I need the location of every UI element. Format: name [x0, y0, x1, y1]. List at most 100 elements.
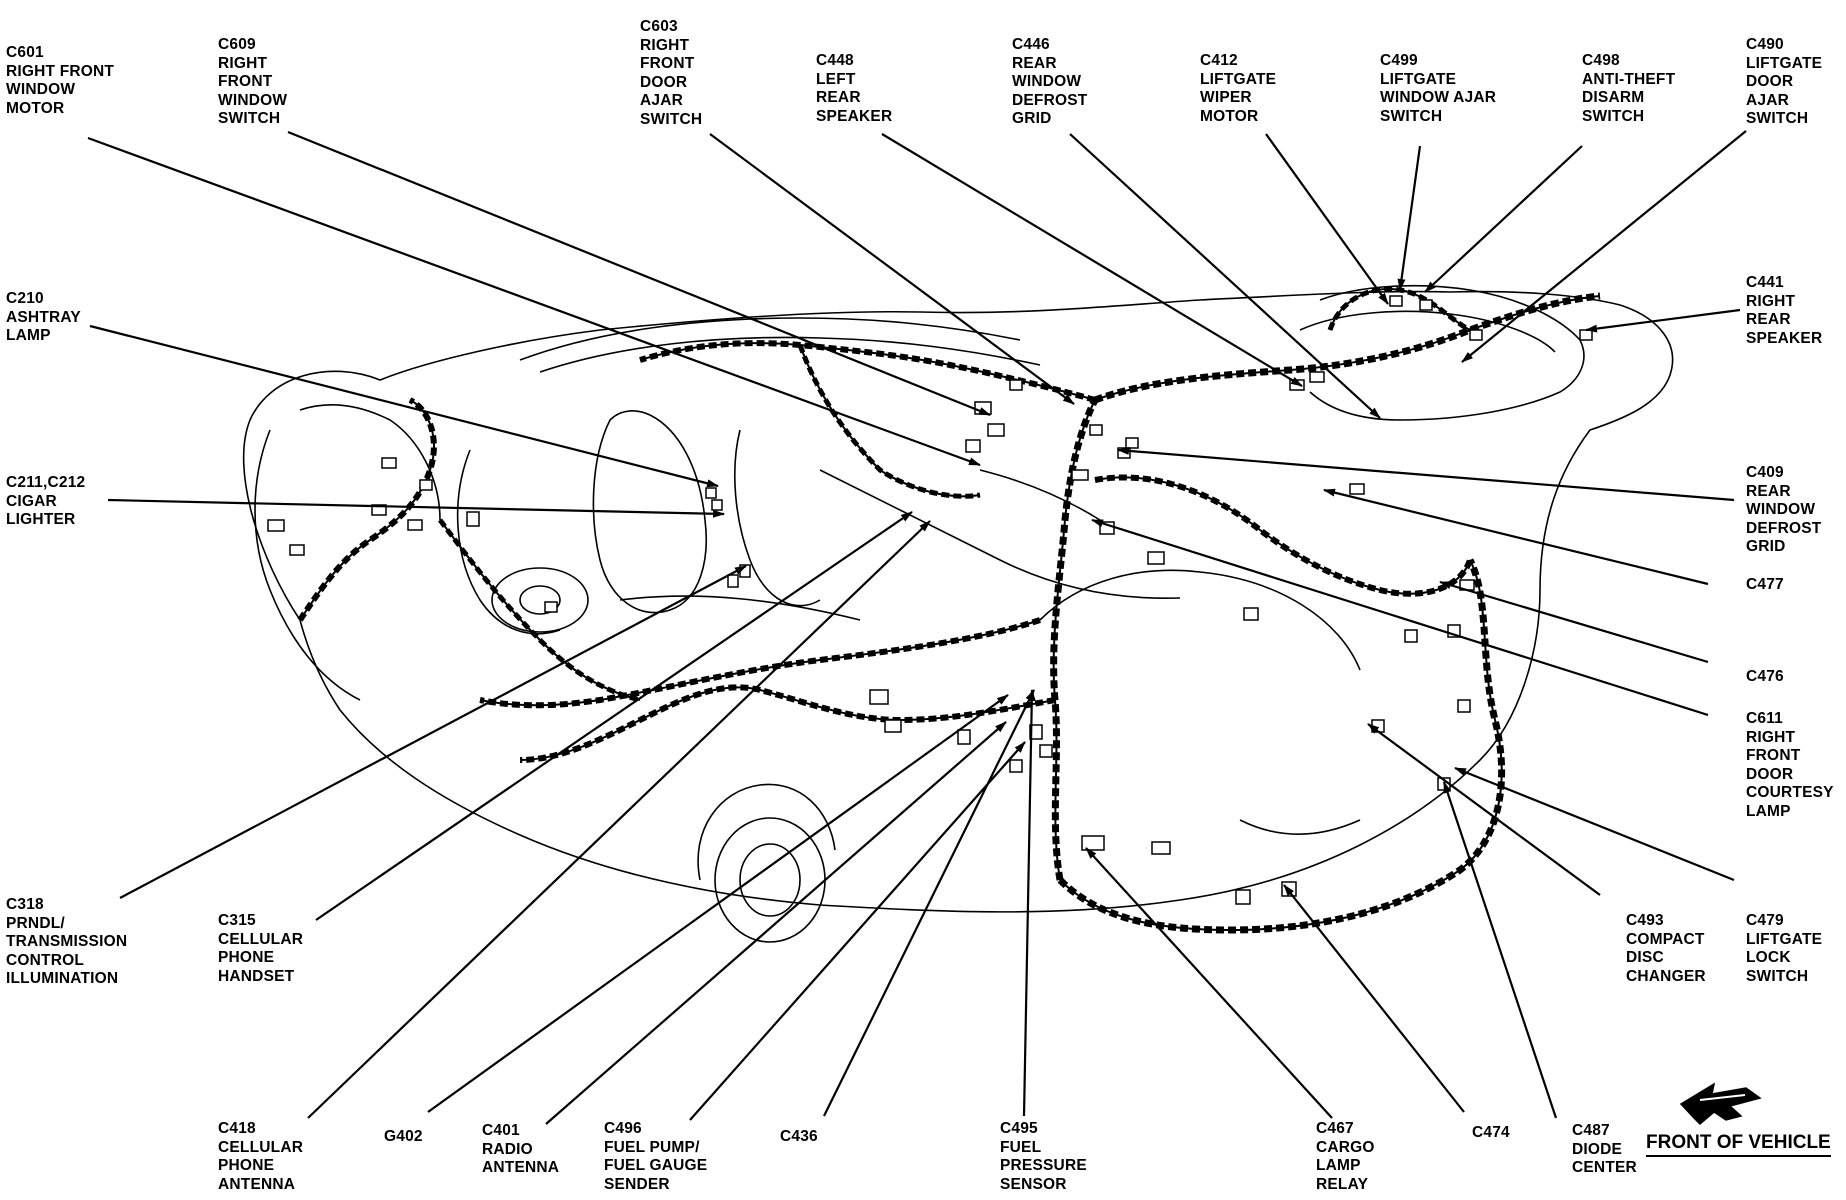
- front-of-vehicle-label: FRONT OF VEHICLE: [1646, 1132, 1831, 1157]
- callout-line: SENSOR: [1000, 1175, 1067, 1193]
- callout-line: HANDSET: [218, 967, 295, 985]
- leader-c487: [1442, 781, 1558, 1119]
- callout-line: LIFTGATE: [1746, 54, 1823, 72]
- callout-line: ASHTRAY: [6, 308, 81, 326]
- callout-line: DISARM: [1582, 89, 1645, 106]
- callout-line: DEFROST: [1012, 91, 1088, 109]
- callout-line: C609: [218, 36, 256, 53]
- callout-line: ANTENNA: [218, 1175, 296, 1193]
- leader-c412: [1265, 133, 1389, 305]
- callout-line: SWITCH: [218, 110, 281, 127]
- vehicle-body-outline: [242, 284, 1674, 943]
- leader-c446: [1069, 133, 1381, 419]
- callout-line: C448: [816, 52, 854, 69]
- callout-line: DISC: [1626, 949, 1664, 966]
- callout-line: C401: [482, 1122, 520, 1139]
- callout-line: LIFTGATE: [1746, 930, 1823, 948]
- callout-line: REAR: [1746, 311, 1791, 328]
- callout-line: CONTROL: [6, 951, 85, 969]
- callout-line: SENDER: [604, 1175, 670, 1193]
- leader-c476: [1439, 580, 1709, 664]
- callout-line: AJAR: [640, 92, 684, 109]
- callout-line: G402: [384, 1128, 423, 1145]
- leader-lines: [87, 130, 1747, 1125]
- callout-line: SWITCH: [1582, 107, 1645, 125]
- leader-c493: [1367, 723, 1601, 896]
- connector-blocks: [267, 295, 1593, 905]
- callout-line: CELLULAR: [218, 930, 304, 948]
- callout-line: ANTI-THEFT: [1582, 70, 1676, 88]
- callout-line: ANTENNA: [482, 1159, 560, 1176]
- callout-line: MOTOR: [1200, 107, 1259, 125]
- leader-c448: [881, 133, 1303, 387]
- callout-line: PRESSURE: [1000, 1157, 1087, 1174]
- leader-c495: [1022, 689, 1036, 1117]
- callout-c477: C477: [1746, 576, 1784, 595]
- callout-line: WINDOW AJAR: [1380, 89, 1497, 106]
- callout-line: FUEL GAUGE: [604, 1157, 708, 1174]
- callout-line: C412: [1200, 52, 1238, 69]
- leader-c318: [119, 565, 747, 899]
- callout-line: C495: [1000, 1120, 1038, 1137]
- callout-line: REAR: [1012, 54, 1057, 72]
- callout-line: C210: [6, 290, 44, 307]
- callout-line: WINDOW: [1746, 501, 1816, 518]
- callout-line: REAR: [1746, 482, 1791, 500]
- leader-g402: [427, 694, 1009, 1113]
- callout-line: FUEL PUMP/: [604, 1138, 700, 1156]
- callout-line: WINDOW: [6, 81, 76, 98]
- leader-c609: [287, 130, 991, 417]
- callout-line: WIPER: [1200, 89, 1252, 106]
- callout-line: RIGHT: [1746, 292, 1796, 310]
- callout-line: DEFROST: [1746, 519, 1822, 537]
- callout-line: FRONT: [1746, 747, 1801, 764]
- callout-g402: G402: [384, 1128, 423, 1147]
- callout-line: REAR: [816, 89, 861, 106]
- callout-line: CHANGER: [1626, 967, 1706, 985]
- callout-line: C493: [1626, 912, 1664, 929]
- callout-line: CELLULAR: [218, 1138, 304, 1156]
- callout-line: SWITCH: [1746, 967, 1809, 985]
- callout-line: SPEAKER: [816, 107, 893, 125]
- callout-line: GRID: [1012, 110, 1052, 127]
- callout-c436: C436: [780, 1128, 818, 1147]
- leader-c210: [89, 324, 719, 488]
- callout-line: RIGHT: [218, 54, 268, 72]
- callout-line: DOOR: [1746, 73, 1794, 90]
- callout-line: C446: [1012, 36, 1050, 53]
- callout-line: C476: [1746, 668, 1784, 685]
- callout-line: CENTER: [1572, 1159, 1637, 1176]
- callout-line: LAMP: [6, 327, 51, 344]
- callout-line: RIGHT: [640, 36, 690, 54]
- leader-c496: [689, 741, 1026, 1121]
- callout-line: C498: [1582, 52, 1620, 69]
- callout-line: ILLUMINATION: [6, 970, 119, 987]
- callout-line: LOCK: [1746, 949, 1791, 966]
- callout-c476: C476: [1746, 668, 1784, 687]
- leader-c479: [1454, 766, 1735, 882]
- callout-line: PHONE: [218, 1157, 275, 1174]
- callout-line: FRONT: [218, 73, 273, 90]
- callout-line: C601: [6, 44, 44, 61]
- callout-line: MOTOR: [6, 99, 65, 117]
- callout-c474: C474: [1472, 1124, 1510, 1143]
- callout-line: GRID: [1746, 538, 1786, 555]
- callout-line: RIGHT FRONT: [6, 62, 115, 80]
- callout-line: DOOR: [640, 73, 688, 91]
